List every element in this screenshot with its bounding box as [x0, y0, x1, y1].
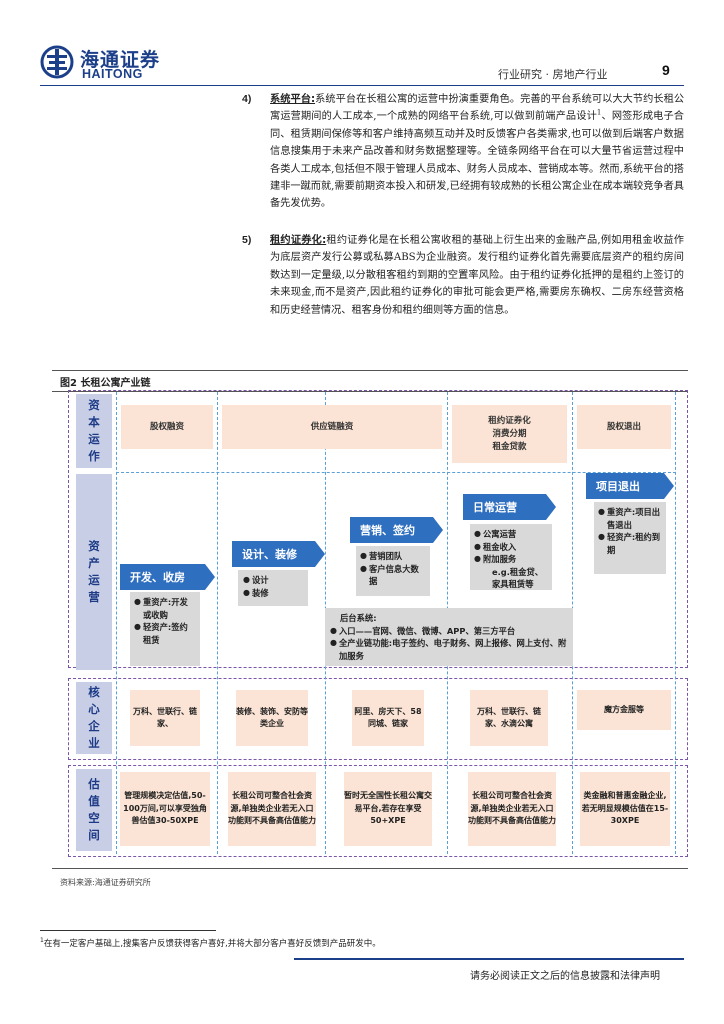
figure-bottom-rule — [52, 868, 688, 869]
stage-develop-arrow: 开发、收房 — [120, 564, 215, 590]
paragraph-system-platform: 4) 系统平台:系统平台在长租公寓的运营中扮演重要角色。完善的平台系统可以大大节… — [242, 91, 685, 213]
row-label-valuation: 估 值 空 间 — [76, 769, 112, 851]
valuation-design: 长租公司可整合社会资源,单独类企业若无入口功能则不具备高估值能力 — [228, 772, 316, 846]
asset-operation-item: 附加服务 — [474, 553, 548, 566]
logo-text-cn: 海通证券 — [80, 49, 161, 71]
item-text: 、网签形成电子合同、租赁期间保修等和客户维持高频互动并及时反馈客户各类需求,也可… — [270, 111, 684, 210]
valuation-develop: 管理规模决定估值,50-100万间,可以享受独角兽估值30-50XPE — [120, 772, 210, 846]
asset-exit-item: 轻资产:租约到期 — [598, 531, 662, 556]
asset-marketing-item: 营销团队 — [360, 550, 426, 563]
valuation-exit: 类金融和普惠金融企业,若无明显规模估值在15-30XPE — [580, 772, 670, 846]
asset-develop-item: 轻资产:签约租赁 — [134, 621, 196, 646]
core-companies-exit: 魔方金服等 — [577, 690, 671, 730]
stage-design-arrow: 设计、装修 — [232, 541, 325, 567]
asset-marketing-item: 客户信息大数据 — [360, 563, 426, 588]
header-section: 行业研究 · 房地产行业 — [498, 68, 608, 81]
item-number: 5) — [242, 234, 252, 246]
asset-exit-item: 重资产:项目出售退出 — [598, 506, 662, 531]
footnote-ref: 1 — [596, 109, 602, 118]
asset-marketing-box: 营销团队客户信息大数据 — [356, 546, 430, 596]
backend-system-box: 后台系统: 入口——官网、微信、微博、APP、第三方平台全产业链功能:电子签约、… — [325, 608, 573, 666]
core-companies-operation: 万科、世联行、链家、水滴公寓 — [470, 690, 548, 746]
capital-equity-exit: 股权退出 — [577, 405, 671, 449]
figure-title-rule — [52, 391, 688, 392]
asset-develop-box: 重资产:开发或收购轻资产:签约租赁 — [130, 592, 200, 666]
column-separator — [217, 392, 218, 854]
footnote-text: 在有一定客户基础上,搜集客户反馈获得客户喜好,并将大部分客户喜好反馈到产品研发中… — [43, 939, 381, 949]
figure-top-rule — [52, 370, 688, 371]
asset-operation-item: 公寓运营 — [474, 528, 548, 541]
capital-supply-chain-financing: 供应链融资 — [222, 405, 442, 449]
column-separator — [675, 392, 676, 854]
stage-marketing-arrow: 营销、签约 — [350, 517, 443, 543]
footer-disclaimer: 请务必阅读正文之后的信息披露和法律声明 — [470, 971, 660, 982]
column-separator — [116, 392, 117, 854]
stage-exit-arrow: 项目退出 — [586, 473, 674, 499]
backend-system-title: 后台系统: — [340, 613, 377, 623]
core-companies-design: 装修、装饰、安防等类企业 — [236, 690, 308, 746]
item-text: 系统平台在长租公寓的运营中扮演重要角色。完善的平台系统可以大大节约长租公寓运营期… — [270, 94, 685, 123]
footnote-number: 1 — [40, 937, 44, 945]
valuation-marketing: 暂时无全国性长租公寓交易平台,若存在享受50+XPE — [344, 772, 432, 846]
item-text: 租约证券化是在长租公寓收租的基础上衍生出来的金融产品,例如用租金收益作为底层资产… — [270, 235, 684, 316]
asset-design-box: 设计装修 — [238, 570, 308, 606]
row-separator — [116, 472, 676, 473]
band-core — [68, 678, 688, 760]
row-label-capital: 资 本 运 作 — [76, 394, 112, 468]
asset-develop-item: 重资产:开发或收购 — [134, 596, 196, 621]
item-number: 4) — [242, 93, 252, 105]
valuation-operation: 长租公司可整合社会资源,单独类企业若无入口功能则不具备高估值能力 — [468, 772, 556, 846]
asset-operation-item: 租金收入 — [474, 541, 548, 554]
figure-title: 图2 长租公寓产业链 — [60, 378, 151, 389]
capital-equity-financing: 股权融资 — [121, 405, 213, 449]
asset-design-item: 装修 — [243, 587, 303, 600]
page-number: 9 — [662, 62, 670, 78]
backend-system-item: 全产业链功能:电子签约、电子财务、网上报修、网上支付、附加服务 — [330, 637, 568, 662]
row-label-core: 核 心 企 业 — [76, 682, 112, 754]
capital-lease-securitization: 租约证券化 消费分期 租金贷款 — [452, 405, 567, 463]
stage-operation-arrow: 日常运营 — [463, 494, 556, 520]
item-keyword: 系统平台: — [270, 94, 316, 105]
item-keyword: 租约证券化: — [270, 235, 327, 246]
footnote: 1在有一定客户基础上,搜集客户反馈获得客户喜好,并将大部分客户喜好反馈到产品研发… — [40, 937, 680, 949]
asset-design-item: 设计 — [243, 574, 303, 587]
footnote-rule — [40, 930, 216, 931]
band-valuation — [68, 765, 688, 857]
paragraph-lease-securitization: 5) 租约证券化:租约证券化是在长租公寓收租的基础上衍生出来的金融产品,例如用租… — [242, 232, 684, 319]
backend-system-item: 入口——官网、微信、微博、APP、第三方平台 — [330, 625, 568, 638]
haitong-logo-icon — [40, 45, 74, 79]
asset-operation-example: e.g.租金贷、家具租赁等 — [492, 566, 544, 590]
figure-source: 资料来源:海通证券研究所 — [60, 878, 151, 887]
footer-rule — [294, 958, 684, 960]
row-label-asset: 资 产 运 营 — [76, 474, 112, 670]
core-companies-develop: 万科、世联行、链家、 — [130, 690, 200, 746]
core-companies-marketing: 阿里、房天下、58同城、链家 — [352, 690, 424, 746]
asset-operation-box: 公寓运营 租金收入 附加服务 e.g.租金贷、家具租赁等 — [470, 524, 552, 590]
band-capital — [68, 390, 688, 668]
haitong-logo: 海通证券 HAITONG — [40, 45, 200, 85]
asset-exit-box: 重资产:项目出售退出轻资产:租约到期 — [594, 502, 666, 574]
header-rule — [40, 85, 684, 86]
logo-text-en: HAITONG — [82, 67, 143, 81]
